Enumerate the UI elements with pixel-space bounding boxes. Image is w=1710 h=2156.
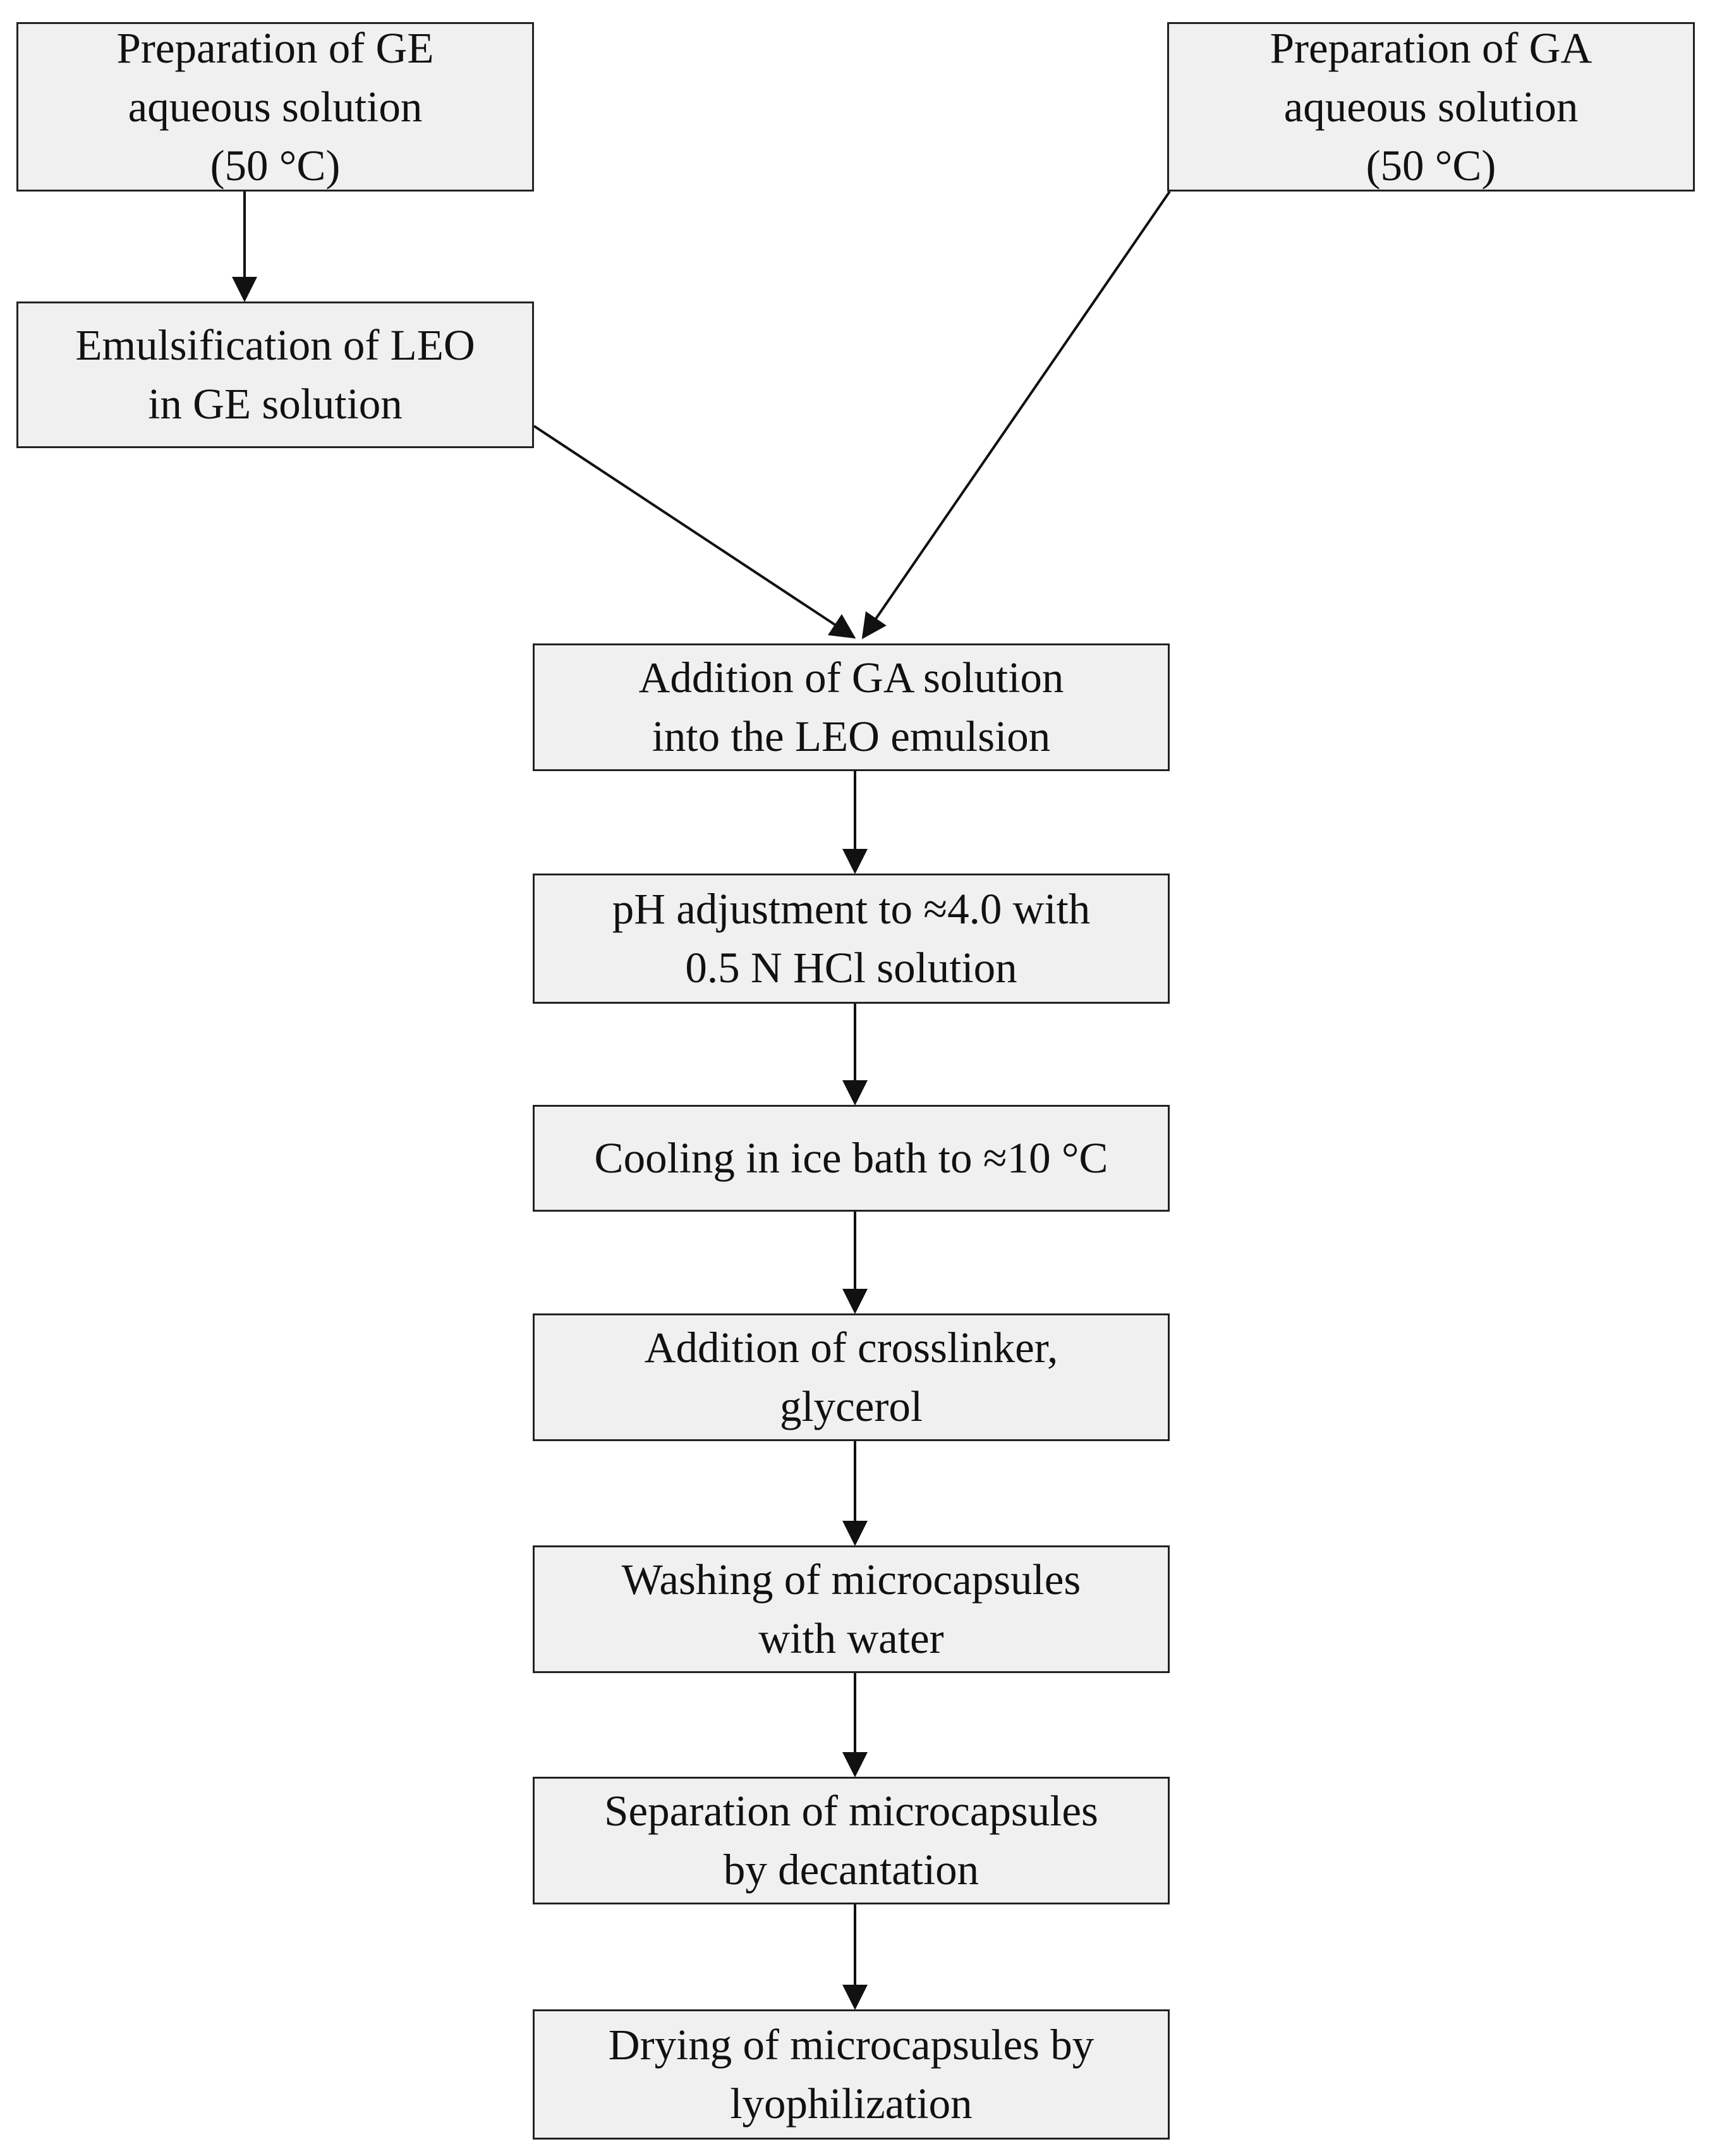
arrow-ga-prep-to-add-ga xyxy=(861,190,1171,640)
step-text-line: (50 °C) xyxy=(1366,141,1496,190)
step-text-line: 0.5 N HCl solution xyxy=(685,944,1017,992)
arrow-emulsify-to-add-ga xyxy=(533,425,856,639)
step-separation: Separation of microcapsules by decantati… xyxy=(533,1777,1170,1904)
step-text-line: lyophilization xyxy=(730,2080,973,2128)
step-cooling: Cooling in ice bath to ≈10 °C xyxy=(533,1105,1170,1212)
step-text-line: (50 °C) xyxy=(210,141,341,190)
step-ga-preparation: Preparation of GA aqueous solution (50 °… xyxy=(1167,22,1695,192)
step-text-line: with water xyxy=(758,1614,944,1662)
step-text-line: pH adjustment to ≈4.0 with xyxy=(612,885,1091,933)
step-text-line: aqueous solution xyxy=(1283,82,1579,131)
step-text-line: Preparation of GE xyxy=(116,23,434,72)
step-text-line: Washing of microcapsules xyxy=(621,1556,1081,1604)
step-text-line: Addition of crosslinker, xyxy=(644,1324,1058,1372)
step-text-line: Addition of GA solution xyxy=(638,654,1064,702)
step-drying: Drying of microcapsules by lyophilizatio… xyxy=(533,2009,1170,2140)
step-text-line: into the LEO emulsion xyxy=(652,712,1051,760)
step-text-line: aqueous solution xyxy=(128,82,423,131)
step-text-line: Preparation of GA xyxy=(1270,23,1592,72)
step-text-line: Cooling in ice bath to ≈10 °C xyxy=(594,1134,1108,1182)
step-text-line: Separation of microcapsules xyxy=(604,1787,1098,1835)
step-addition-of-ga: Addition of GA solution into the LEO emu… xyxy=(533,643,1170,771)
step-washing: Washing of microcapsules with water xyxy=(533,1545,1170,1673)
step-ge-preparation: Preparation of GE aqueous solution (50 °… xyxy=(16,22,534,192)
step-text-line: glycerol xyxy=(779,1382,923,1430)
step-text-line: Emulsification of LEO xyxy=(75,321,475,369)
step-text-line: Drying of microcapsules by xyxy=(608,2021,1095,2069)
step-ph-adjustment: pH adjustment to ≈4.0 with 0.5 N HCl sol… xyxy=(533,874,1170,1004)
step-addition-of-crosslinker: Addition of crosslinker, glycerol xyxy=(533,1313,1170,1441)
step-text-line: in GE solution xyxy=(148,380,403,428)
step-emulsification: Emulsification of LEO in GE solution xyxy=(16,301,534,448)
step-text-line: by decantation xyxy=(723,1846,979,1894)
